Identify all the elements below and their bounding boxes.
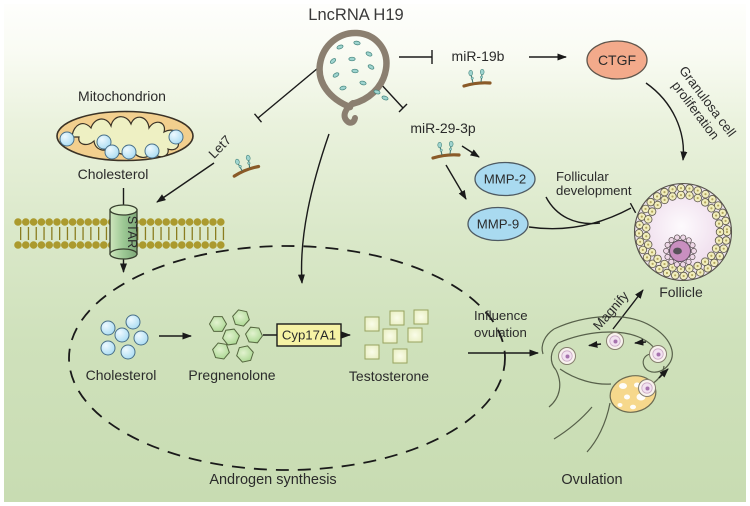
follicular-development-line2: development [556, 183, 632, 198]
magnify-label: Magnify [590, 288, 632, 333]
mir29-label: miR-29-3p [410, 120, 476, 136]
follicular-development-line1: Follicular [556, 169, 609, 184]
testosterone-cluster [364, 309, 429, 364]
mir19b-mirna-icon [462, 67, 492, 88]
text-layer: LncRNA H19 miR-19b CTGF Granulosa cell p… [78, 6, 739, 488]
let7-label: Let7 [205, 132, 234, 161]
mir29-to-mmp9-arrow [445, 164, 467, 200]
androgen-synthesis-cell-boundary [68, 245, 506, 471]
pathway-connectors [120, 50, 688, 357]
figure-title: LncRNA H19 [308, 6, 403, 24]
lncrna-h19-structure [316, 29, 390, 126]
ctgf-node [586, 40, 648, 80]
follicle-diagram [633, 182, 733, 282]
follicle-label: Follicle [659, 284, 703, 300]
magnify-arrow [612, 289, 644, 330]
h19-inhibits-mir19b-line [399, 50, 433, 64]
mmp9-label: MMP-9 [477, 217, 520, 232]
mmp-nodes [467, 161, 536, 242]
pregnenolone-label: Pregnenolone [188, 367, 275, 383]
influence-ovulation-line1: Influence [474, 308, 528, 323]
testosterone-label: Testosterone [349, 368, 429, 384]
ovulation-caption: Ovulation [561, 472, 622, 488]
let7-to-star-arrow [156, 162, 215, 203]
pregnenolone-cluster [209, 308, 264, 364]
mmp-to-follicle-line [528, 196, 637, 230]
cyp17a1-label: Cyp17A1 [282, 328, 336, 343]
cholesterol-cluster [100, 314, 149, 360]
ctgf-label: CTGF [598, 52, 636, 68]
mir29-mirna-icon [431, 139, 461, 160]
ovulation-drawing [541, 315, 673, 453]
rna-nucleotides [329, 40, 389, 101]
influence-ovulation-line2: ovulation [474, 325, 527, 340]
egg-direction-arrows [588, 338, 669, 379]
h19-inhibits-let7-line [253, 67, 319, 123]
cholesterol-inner-label: Cholesterol [86, 367, 157, 383]
star-label: STAR [125, 216, 139, 248]
mmp9-node [467, 206, 529, 242]
mitochondrion-shape [56, 110, 194, 162]
granulosa-cell-ring [634, 183, 732, 281]
mitochondrion-label: Mitochondrion [78, 88, 166, 104]
mmp2-label: MMP-2 [484, 172, 527, 187]
h19-to-androgen-arrow [297, 133, 330, 284]
ctgf-to-follicle-arrow [645, 82, 688, 161]
mmp2-node [474, 161, 536, 197]
androgen-synthesis-caption: Androgen synthesis [209, 472, 336, 488]
cholesterol-outer-label: Cholesterol [78, 166, 149, 182]
granulosa-proliferation-label: Granulosa cell proliferation [669, 63, 739, 142]
star-channel [109, 204, 138, 260]
oocyte [663, 234, 697, 268]
cyp17a1-box [276, 323, 342, 347]
h19-inhibits-mir29-line [378, 81, 408, 113]
let7-mirna-icon [228, 151, 261, 178]
mir29-to-mmp2-arrow [461, 145, 480, 158]
oocyte-nucleus [673, 247, 682, 255]
mir19b-label: miR-19b [452, 48, 505, 64]
